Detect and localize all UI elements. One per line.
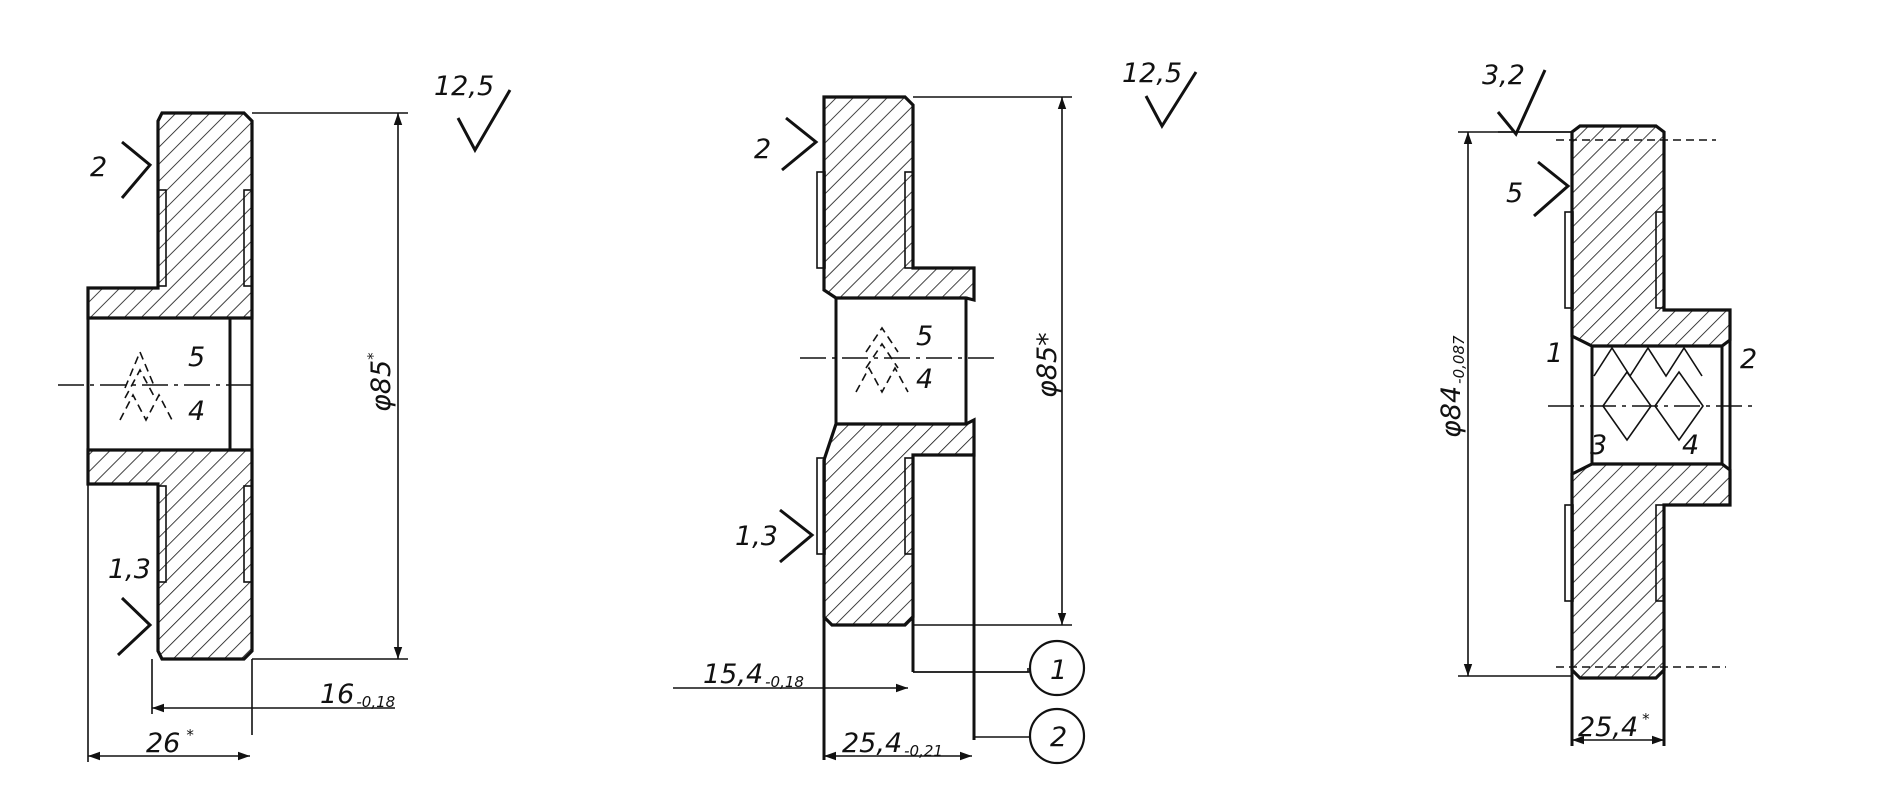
callout-label-1: 1 <box>1050 655 1067 686</box>
svg-text:25,4-0,21: 25,4-0,21 <box>842 728 943 760</box>
roughness-value: 12,5 <box>434 71 494 102</box>
width-dimension-15-4: 15,4-0,18 <box>673 659 908 693</box>
width-26-value: 26 <box>146 728 180 759</box>
width-25-4-value: 25,4 <box>1578 712 1638 743</box>
spline-tooth-symbol <box>119 349 173 422</box>
roughness-symbol: 12,5 <box>1122 58 1198 129</box>
width-dimension-25-4: 25,4-0,21 <box>824 728 972 761</box>
surface-label-1: 1 <box>1546 338 1563 369</box>
surface-pointer-1-3: 1,3 <box>735 508 815 564</box>
svg-text:16-0,18: 16-0,18 <box>320 679 395 711</box>
spline-tooth-symbol <box>855 326 909 394</box>
surface-label-5: 5 <box>188 342 205 373</box>
diameter-value: φ85 <box>366 360 397 412</box>
surface-pointer-label-2: 2 <box>754 134 771 165</box>
surface-pointer-label-1-3: 1,3 <box>735 521 778 552</box>
diameter-tolerance: -0,087 <box>1450 335 1468 384</box>
diameter-value: φ84 <box>1436 386 1467 438</box>
diameter-dimension: φ85* <box>252 112 408 660</box>
width-16-value: 16 <box>320 679 354 710</box>
surface-pointer-label-5: 5 <box>1506 178 1523 209</box>
svg-text:φ85*: φ85* <box>1032 332 1063 398</box>
width-15-4-value: 15,4 <box>703 659 763 690</box>
svg-text:φ84-0,087: φ84 -0,087 <box>1436 335 1468 438</box>
callout-2: 2 <box>974 707 1086 765</box>
surface-label-5: 5 <box>916 321 933 352</box>
svg-text:26*: 26 * <box>146 726 194 759</box>
surface-pointer-1-3: 1,3 <box>108 554 153 657</box>
gear-section-view-2: 5 4 12,5 2 1,3 φ85* 15,4-0,18 <box>673 58 1198 765</box>
diameter-mark: * <box>364 352 382 360</box>
gear-section-view-1: 5 4 12,5 2 1,3 φ85* 16-0,18 <box>58 71 512 762</box>
surface-pointer-label-2: 2 <box>90 152 107 183</box>
roughness-symbol: 12,5 <box>434 71 512 154</box>
width-25-4-tolerance: -0,21 <box>904 742 943 760</box>
svg-text:25,4*: 25,4* <box>1578 710 1650 743</box>
width-dimension-16: 16-0,18 <box>151 659 395 735</box>
bore-outline <box>1564 211 1732 746</box>
width-15-4-tolerance: -0,18 <box>765 673 804 691</box>
width-dimension-26: 26 * <box>87 484 250 762</box>
gear-section-view-3: 1 2 3 4 3,2 5 φ84 -0,087 25,4* <box>1436 60 1758 746</box>
width-25-4-value: 25,4 <box>842 728 902 759</box>
diameter-value: φ85* <box>1032 332 1063 398</box>
surface-label-3: 3 <box>1590 430 1607 461</box>
surface-pointer-2: 2 <box>90 140 153 199</box>
surface-label-4: 4 <box>916 364 933 395</box>
surface-pointer-label-1-3: 1,3 <box>108 554 151 585</box>
roughness-symbol: 3,2 <box>1482 60 1572 137</box>
spline-tooth-symbol <box>1593 346 1704 442</box>
width-25-4-mark: * <box>1642 710 1650 728</box>
width-16-tolerance: -0,18 <box>356 693 395 711</box>
width-dimension-25-4: 25,4* <box>1572 710 1664 745</box>
section-hatched-profile <box>1570 124 1732 680</box>
surface-label-2: 2 <box>1740 344 1757 375</box>
callout-label-2: 2 <box>1050 722 1067 753</box>
callout-1: 1 <box>913 639 1086 697</box>
roughness-value: 3,2 <box>1482 60 1525 91</box>
surface-pointer-2: 2 <box>754 116 819 172</box>
width-26-mark: * <box>186 726 194 744</box>
surface-label-4: 4 <box>1682 430 1699 461</box>
section-hatched-profile <box>822 95 976 627</box>
surface-label-4: 4 <box>188 396 205 427</box>
roughness-value: 12,5 <box>1122 58 1182 89</box>
diameter-dimension: φ84 -0,087 <box>1436 131 1572 677</box>
surface-pointer-5: 5 <box>1506 160 1571 218</box>
svg-text:15,4-0,18: 15,4-0,18 <box>703 659 804 691</box>
diameter-dimension: φ85* <box>913 96 1072 626</box>
bore-outline <box>86 189 254 583</box>
svg-text:φ85*: φ85* <box>364 352 397 412</box>
